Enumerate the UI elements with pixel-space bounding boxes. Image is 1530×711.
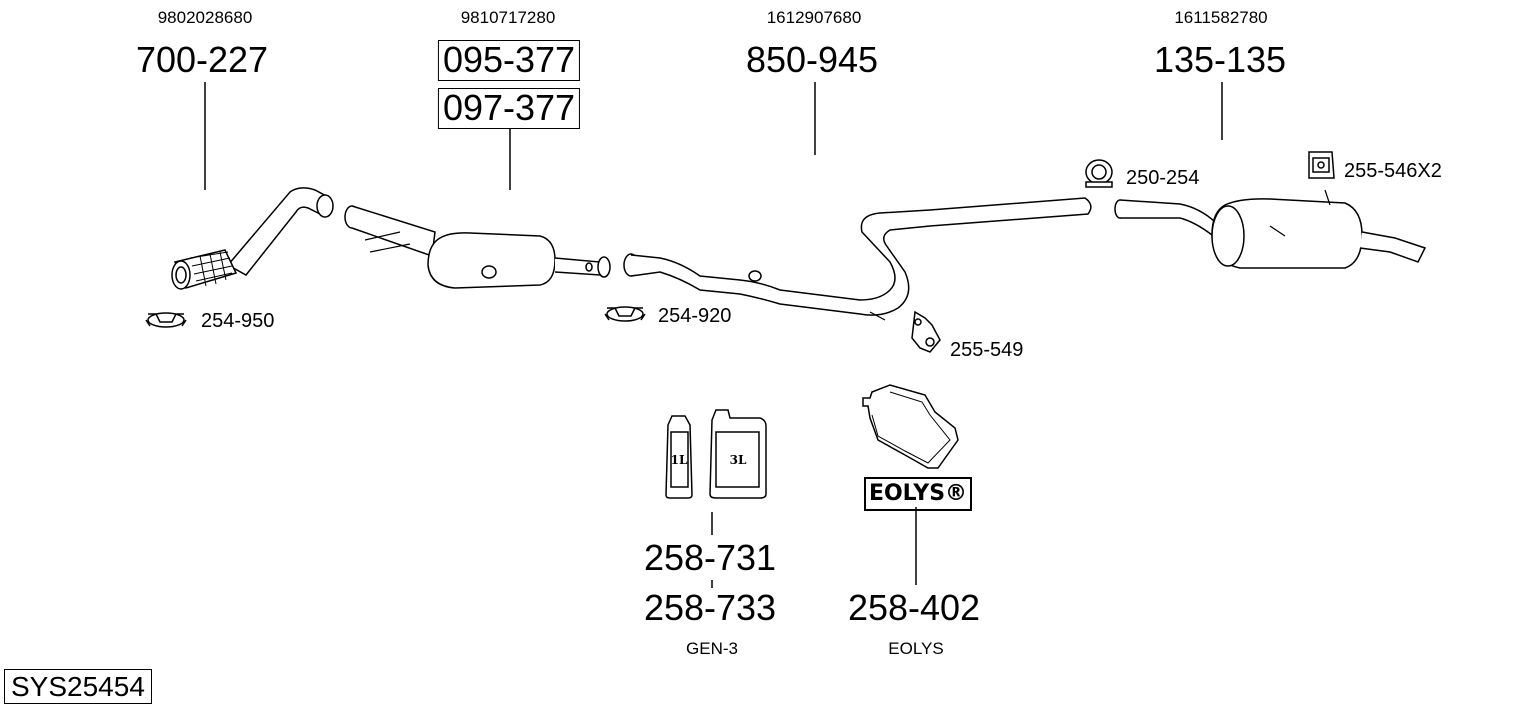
system-id: SYS25454	[4, 669, 152, 704]
middle-pipe-drawing	[623, 197, 1092, 321]
part-number-097-377[interactable]: 097-377	[437, 88, 581, 129]
oem-number: 1611582780	[1174, 8, 1268, 27]
clamp-254-920-drawing	[604, 306, 646, 322]
clamp-label-254-950[interactable]: 254-950	[201, 310, 275, 332]
clamp-label-254-920[interactable]: 254-920	[658, 305, 732, 327]
can-small-label: 1L	[671, 453, 688, 467]
part-number-258-731[interactable]: 258-731	[643, 537, 777, 578]
oem-number: 9802028680	[157, 8, 253, 27]
rear-silencer-drawing	[1114, 189, 1427, 269]
particulate-filter-drawing	[344, 205, 611, 289]
front-pipe-drawing	[171, 187, 334, 290]
oem-number: 1612907680	[766, 8, 862, 27]
part-number-850-945[interactable]: 850-945	[745, 39, 879, 80]
part-number-135-135[interactable]: 135-135	[1153, 39, 1287, 80]
hanger-label-255-549[interactable]: 255-549	[950, 339, 1024, 361]
additive-caption: GEN-3	[686, 639, 738, 658]
additive-cans-drawing	[665, 409, 767, 499]
oem-number: 9810717280	[460, 8, 556, 27]
hanger-label-255-546[interactable]: 255-546X2	[1344, 160, 1442, 182]
eolys-tank-drawing	[862, 384, 959, 469]
part-number-258-733[interactable]: 258-733	[643, 587, 777, 628]
clamp-250-254-drawing	[1085, 159, 1113, 188]
eolys-caption: EOLYS	[888, 639, 944, 658]
hanger-255-546-drawing	[1308, 151, 1335, 179]
part-number-258-402[interactable]: 258-402	[847, 587, 981, 628]
hanger-255-549-drawing	[911, 310, 941, 353]
clamp-label-250-254[interactable]: 250-254	[1126, 167, 1200, 189]
clamp-254-950-drawing	[145, 312, 187, 328]
can-large-label: 3L	[730, 453, 747, 467]
part-number-095-377[interactable]: 095-377	[437, 40, 581, 81]
part-number-700-227[interactable]: 700-227	[135, 39, 269, 80]
eolys-badge: EOLYS®	[864, 477, 972, 511]
